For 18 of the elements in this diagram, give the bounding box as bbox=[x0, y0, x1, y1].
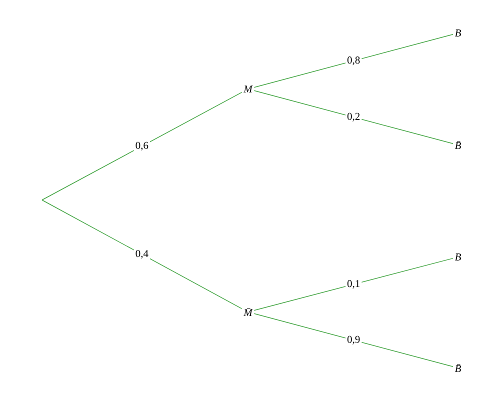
probability-label: 0,9 bbox=[346, 334, 362, 346]
event-label: M bbox=[244, 86, 253, 92]
probability-label: 0,8 bbox=[346, 55, 362, 67]
probability-label: 0,6 bbox=[134, 140, 150, 152]
branch-line bbox=[42, 200, 242, 310]
probability-label: 0,4 bbox=[134, 248, 150, 260]
probability-label: 0,2 bbox=[346, 111, 362, 123]
branch-line bbox=[42, 92, 242, 200]
probability-label: 0,1 bbox=[346, 278, 362, 290]
branch-line bbox=[254, 258, 454, 311]
branch-line bbox=[254, 90, 454, 144]
branch-line bbox=[254, 313, 454, 368]
event-label: B bbox=[454, 30, 461, 36]
event-label: B̄ bbox=[454, 364, 461, 372]
event-label: B bbox=[454, 254, 461, 260]
event-label: B̄ bbox=[454, 140, 461, 150]
branch-line bbox=[254, 34, 454, 88]
event-label: M̄ bbox=[244, 308, 253, 316]
